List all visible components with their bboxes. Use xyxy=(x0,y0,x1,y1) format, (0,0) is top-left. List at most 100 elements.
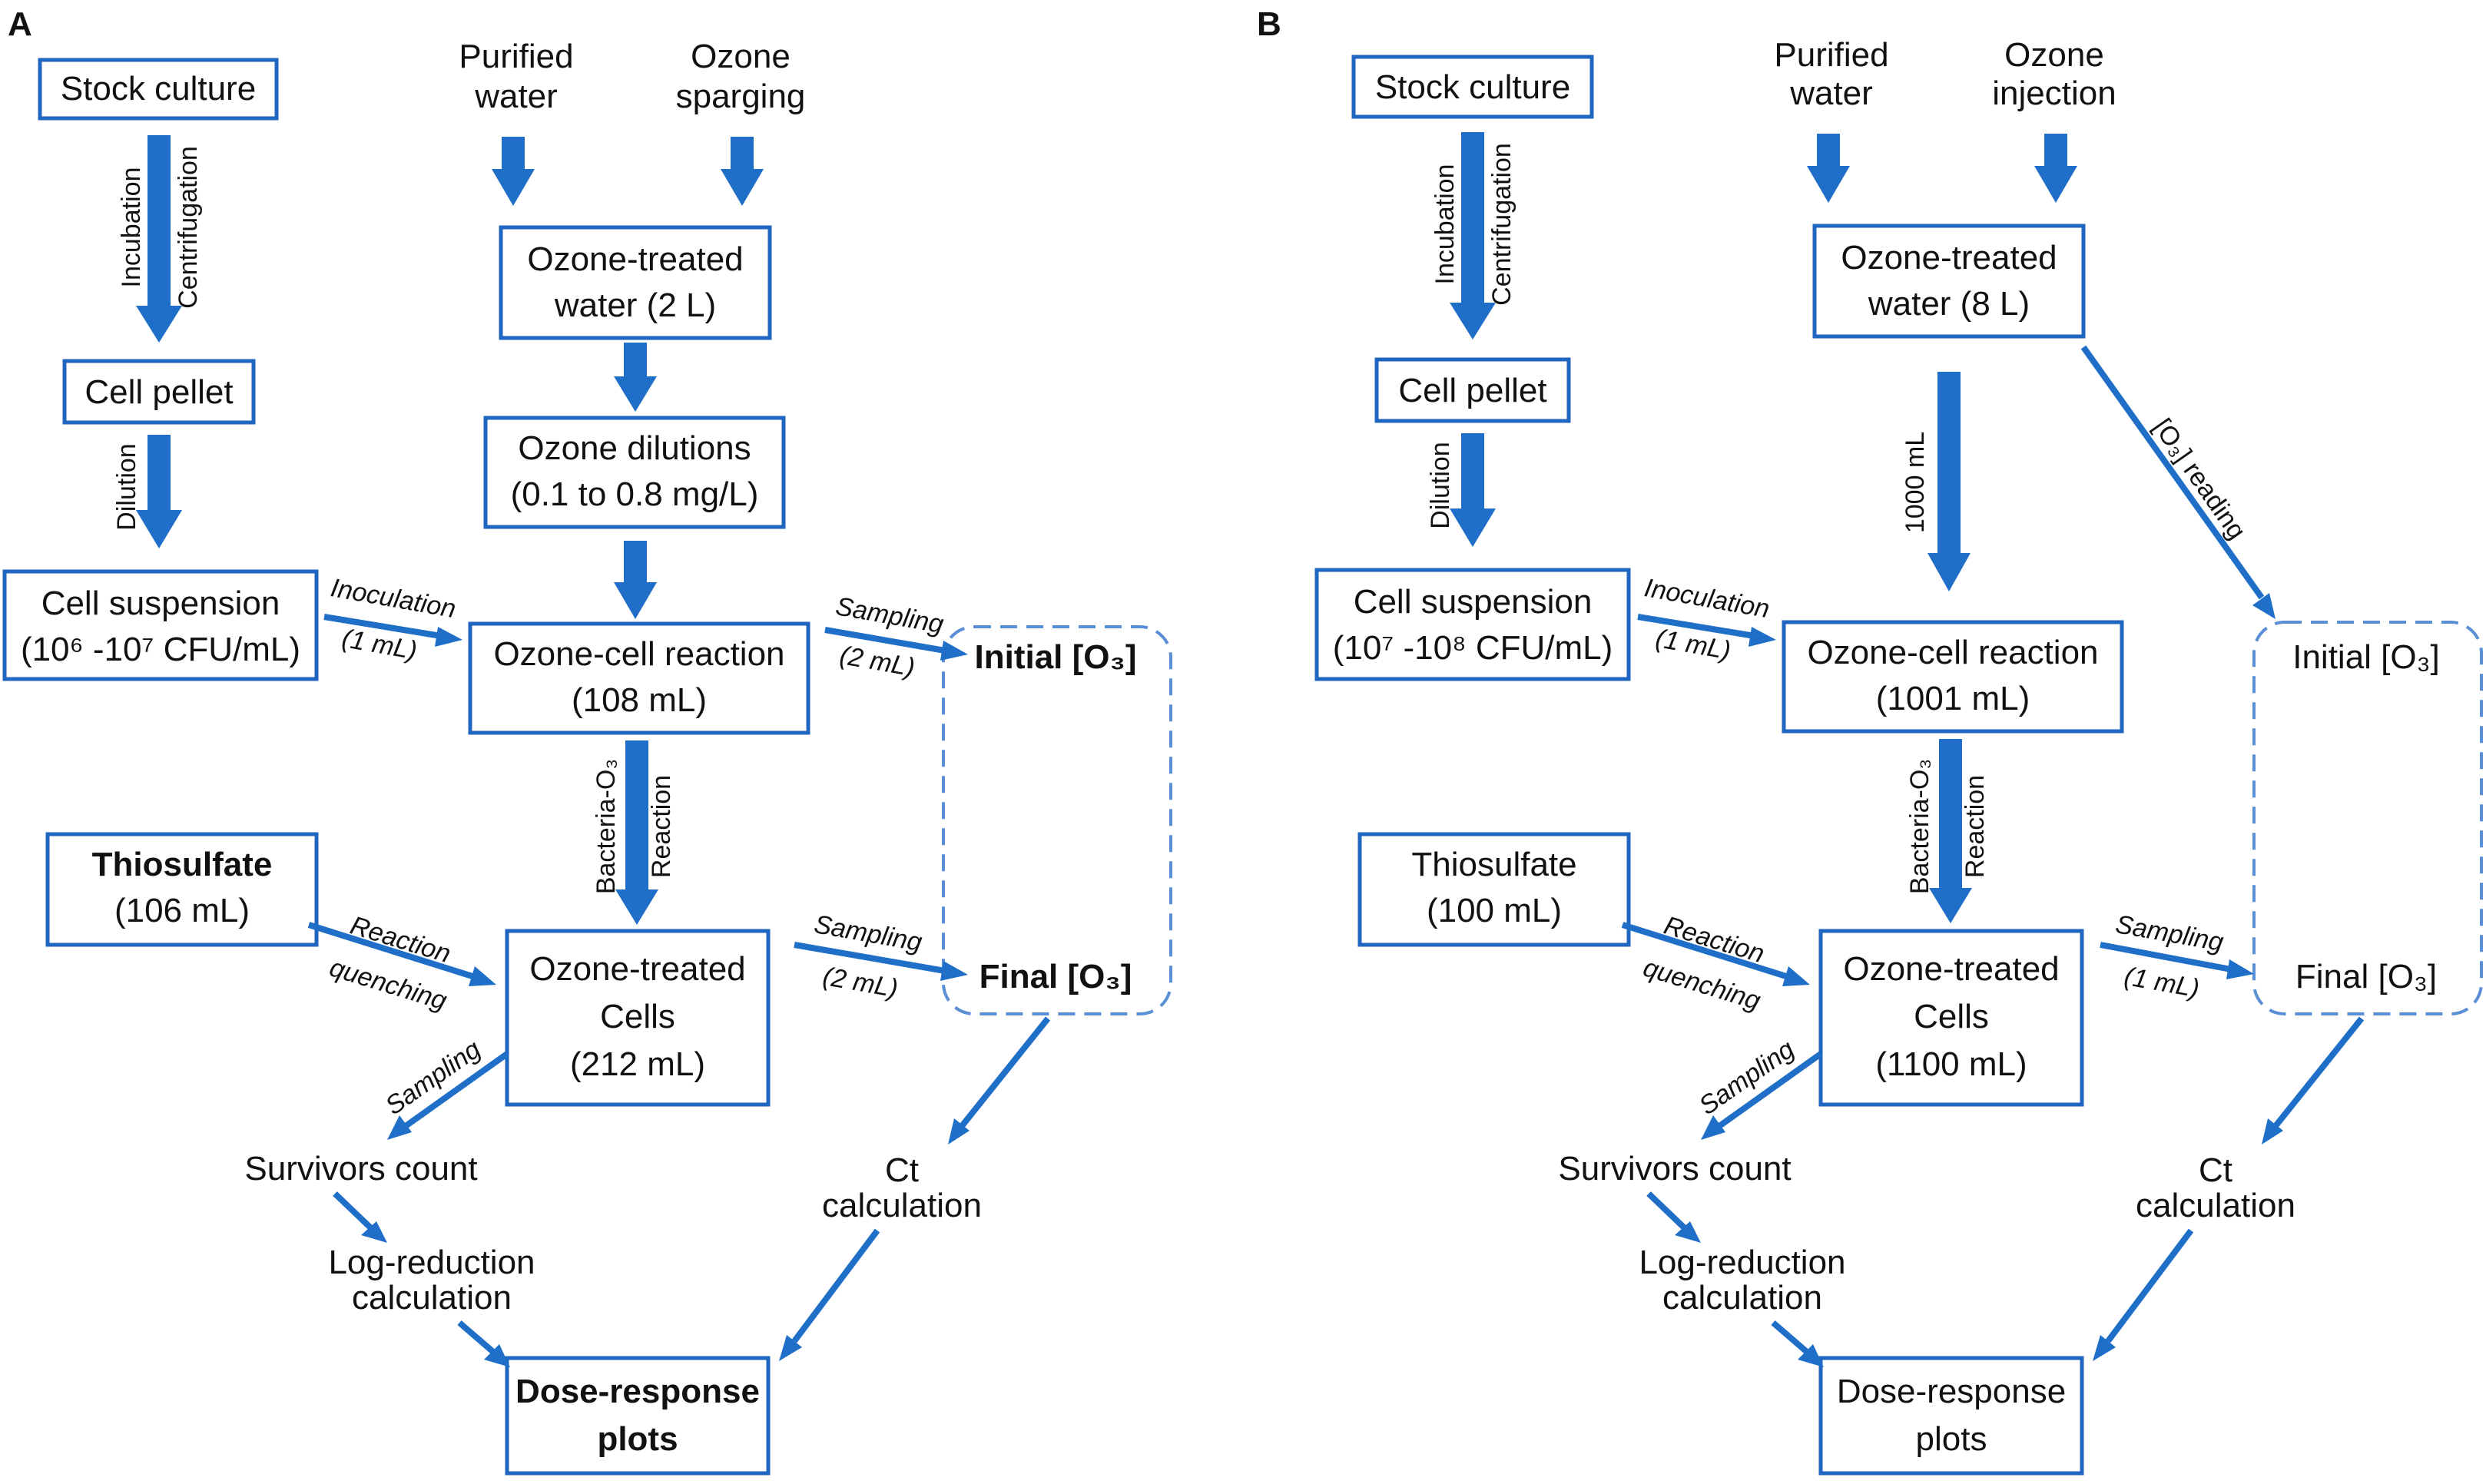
a-pellet-to-suspension-arrow xyxy=(136,435,182,548)
b-ozone-injection-input-line2: injection xyxy=(1992,75,2116,112)
a-stock-culture-node: Stock culture xyxy=(38,58,279,121)
a-thiosulfate-node: Thiosulfate (106 mL) xyxy=(45,832,319,947)
a-dilutions-to-reaction-arrow xyxy=(614,541,657,619)
svg-text:plots: plots xyxy=(1916,1420,1987,1458)
svg-text:Cell pellet: Cell pellet xyxy=(1398,372,1546,409)
b-log-reduction-line2: calculation xyxy=(1662,1279,1822,1317)
b-purified-water-input-line2: water xyxy=(1789,75,1873,112)
b-centrifugation-label: Centrifugation xyxy=(1487,143,1516,306)
b-survivors-count: Survivors count xyxy=(1558,1150,1791,1188)
svg-text:water (8 L): water (8 L) xyxy=(1868,285,2030,323)
b-ozone-input-arrow xyxy=(2034,134,2077,203)
svg-text:(10⁶ -10⁷ CFU/mL): (10⁶ -10⁷ CFU/mL) xyxy=(21,631,300,668)
a-inoculation-arrow xyxy=(323,614,462,647)
a-reaction-label: Reaction xyxy=(647,775,676,878)
b-dose-response-node: Dose-response plots xyxy=(1818,1356,2084,1476)
a-ct-to-dose-arrow xyxy=(779,1228,880,1361)
svg-text:Stock culture: Stock culture xyxy=(61,70,256,108)
a-quenching-arrow xyxy=(307,922,496,986)
svg-text:Ozone-treated: Ozone-treated xyxy=(1841,239,2057,277)
a-dose-response-node: Dose-response plots xyxy=(505,1356,771,1476)
svg-text:(108 mL): (108 mL) xyxy=(572,681,707,719)
a-ozone-cell-reaction-node: Ozone-cell reaction (108 mL) xyxy=(468,621,810,735)
a-cell-pellet-node: Cell pellet xyxy=(62,359,256,425)
b-quenching-arrow xyxy=(1621,922,1810,986)
a-ct-calculation: Ct xyxy=(885,1151,919,1189)
svg-text:plots: plots xyxy=(597,1420,678,1458)
b-ct-calculation: Ct xyxy=(2199,1151,2232,1189)
a-purified-water-input-line2: water xyxy=(474,78,558,115)
b-water-input-arrow xyxy=(1807,134,1850,203)
svg-text:Dose-response: Dose-response xyxy=(1837,1373,2066,1410)
a-logred-to-dose-arrow xyxy=(457,1320,510,1367)
b-ct-to-dose-arrow xyxy=(2093,1228,2194,1361)
a-survivors-to-logred-arrow xyxy=(333,1191,387,1243)
b-incubation-label: Incubation xyxy=(1430,164,1460,285)
svg-text:(212 mL): (212 mL) xyxy=(570,1045,705,1083)
svg-text:Thiosulfate: Thiosulfate xyxy=(92,846,273,883)
b-cells-to-survivors-arrow xyxy=(1701,1051,1823,1140)
b-ozone-treated-water-node: Ozone-treated water (8 L) xyxy=(1812,224,2086,339)
panel-b-letter: B xyxy=(1257,5,1281,43)
b-pellet-to-suspension-arrow xyxy=(1450,433,1496,547)
b-final-o3: Final [O₃] xyxy=(2295,958,2437,995)
b-stock-to-pellet-arrow xyxy=(1450,132,1496,340)
svg-text:Cell pellet: Cell pellet xyxy=(85,373,233,411)
svg-text:Ozone-treated: Ozone-treated xyxy=(1843,950,2059,988)
b-sampling-final-volume-label: (1 mL) xyxy=(2122,962,2201,1003)
a-final-to-ct-arrow xyxy=(948,1016,1051,1144)
svg-text:Stock culture: Stock culture xyxy=(1375,68,1570,106)
b-cell-suspension-node: Cell suspension (10⁷ -10⁸ CFU/mL) xyxy=(1314,568,1631,681)
b-ozone-cell-reaction-node: Ozone-cell reaction (1001 mL) xyxy=(1782,620,2124,734)
a-inoculation-label: Inoculation xyxy=(329,573,459,624)
b-reaction-to-cells-arrow xyxy=(1929,739,1972,923)
a-log-reduction-line2: calculation xyxy=(352,1279,512,1317)
b-ozone-treated-cells-node: Ozone-treated Cells (1100 mL) xyxy=(1818,929,2084,1107)
a-ozone-input-arrow xyxy=(721,137,764,206)
svg-text:(0.1 to 0.8 mg/L): (0.1 to 0.8 mg/L) xyxy=(511,475,759,513)
a-bacteria-o3-label: Bacteria-O₃ xyxy=(592,759,621,894)
b-cell-pellet-node: Cell pellet xyxy=(1374,357,1571,423)
a-survivors-count: Survivors count xyxy=(244,1150,477,1188)
a-centrifugation-label: Centrifugation xyxy=(174,146,203,309)
a-quench-reaction-label: Reaction xyxy=(346,911,453,969)
a-sampling-initial-volume-label: (2 mL) xyxy=(837,641,917,682)
b-purified-water-input: Purified xyxy=(1774,36,1888,74)
svg-text:(10⁷ -10⁸ CFU/mL): (10⁷ -10⁸ CFU/mL) xyxy=(1333,629,1613,667)
a-log-reduction: Log-reduction xyxy=(328,1244,535,1281)
a-sampling-final-arrow xyxy=(794,942,968,981)
b-ozone-injection-input: Ozone xyxy=(2004,36,2104,74)
panel-a: A Stock culture Cell pellet Cell suspens… xyxy=(2,5,1172,1476)
b-1000ml-label: 1000 mL xyxy=(1901,432,1930,533)
b-survivors-to-logred-arrow xyxy=(1646,1191,1701,1243)
a-water-input-arrow xyxy=(492,137,535,206)
a-ozone-treated-cells-node: Ozone-treated Cells (212 mL) xyxy=(505,929,771,1107)
svg-text:Ozone-cell reaction: Ozone-cell reaction xyxy=(1807,634,2098,671)
panel-b: B Stock culture Cell pellet Cell suspens… xyxy=(1257,5,2483,1476)
svg-text:water (2 L): water (2 L) xyxy=(554,287,716,324)
svg-text:Cell suspension: Cell suspension xyxy=(1354,583,1593,621)
svg-text:(1001 mL): (1001 mL) xyxy=(1876,680,2030,717)
a-sampling-initial-arrow xyxy=(824,627,968,661)
b-water-to-reaction-arrow xyxy=(1927,372,1971,591)
b-logred-to-dose-arrow xyxy=(1771,1320,1824,1367)
a-reaction-to-cells-arrow xyxy=(615,740,658,925)
svg-text:(106 mL): (106 mL) xyxy=(114,892,250,929)
a-sampling-final-volume-label: (2 mL) xyxy=(820,962,900,1003)
b-reaction-label: Reaction xyxy=(1961,775,1990,878)
a-stock-to-pellet-arrow xyxy=(136,135,182,343)
b-dilution-label: Dilution xyxy=(1426,442,1455,528)
svg-text:Thiosulfate: Thiosulfate xyxy=(1411,846,1576,883)
b-thiosulfate-node: Thiosulfate (100 mL) xyxy=(1357,832,1631,947)
a-incubation-label: Incubation xyxy=(117,167,146,288)
svg-text:Cells: Cells xyxy=(1914,998,1989,1035)
b-o3-reading-arrow xyxy=(2080,345,2276,619)
a-ozone-dilutions-node: Ozone dilutions (0.1 to 0.8 mg/L) xyxy=(483,416,786,529)
a-ozone-treated-water-node: Ozone-treated water (2 L) xyxy=(499,225,772,340)
a-initial-o3: Initial [O₃] xyxy=(975,638,1137,676)
a-ct-calculation-line2: calculation xyxy=(822,1187,982,1224)
a-cells-to-survivors-arrow xyxy=(387,1051,509,1140)
svg-text:(100 mL): (100 mL) xyxy=(1427,892,1562,929)
svg-text:Cells: Cells xyxy=(600,998,675,1035)
